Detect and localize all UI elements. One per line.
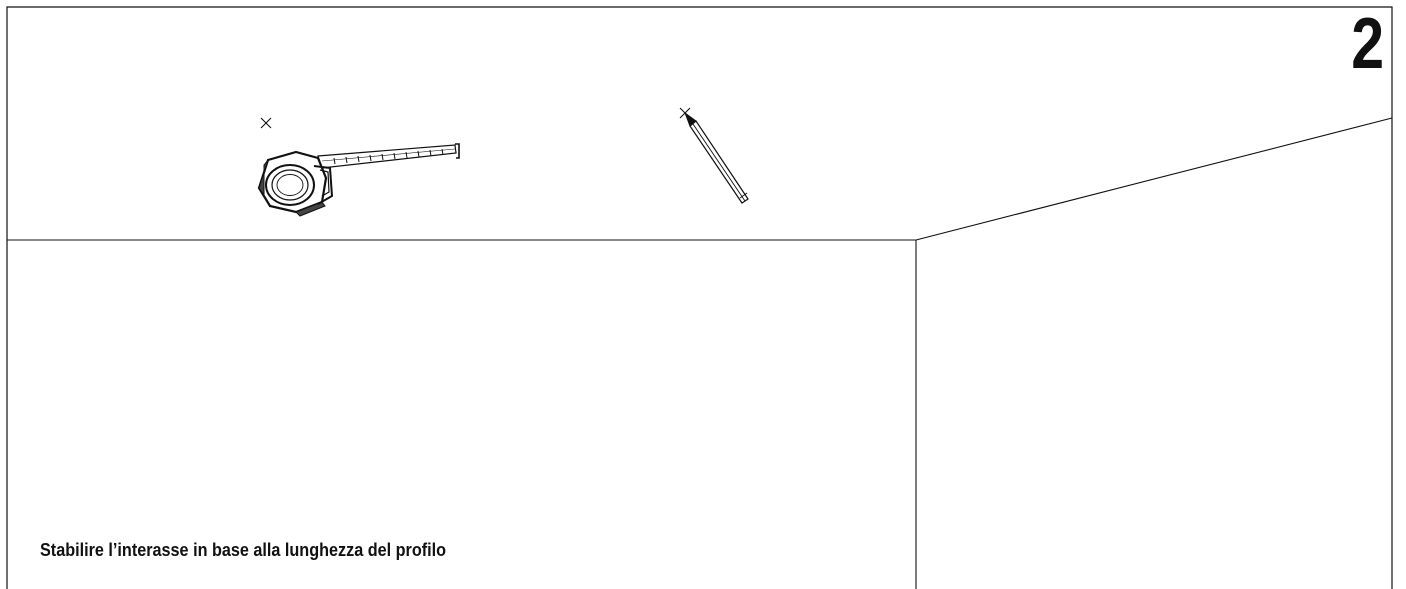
frame-border [7, 7, 1392, 589]
tape-measure-icon [259, 144, 459, 216]
cross-mark-icon [261, 118, 271, 128]
instruction-caption: Stabilire l’interasse in base alla lungh… [40, 540, 447, 560]
ceiling-right-edge [916, 118, 1392, 240]
pencil-icon [685, 113, 748, 203]
step-number: 2 [1351, 4, 1384, 84]
